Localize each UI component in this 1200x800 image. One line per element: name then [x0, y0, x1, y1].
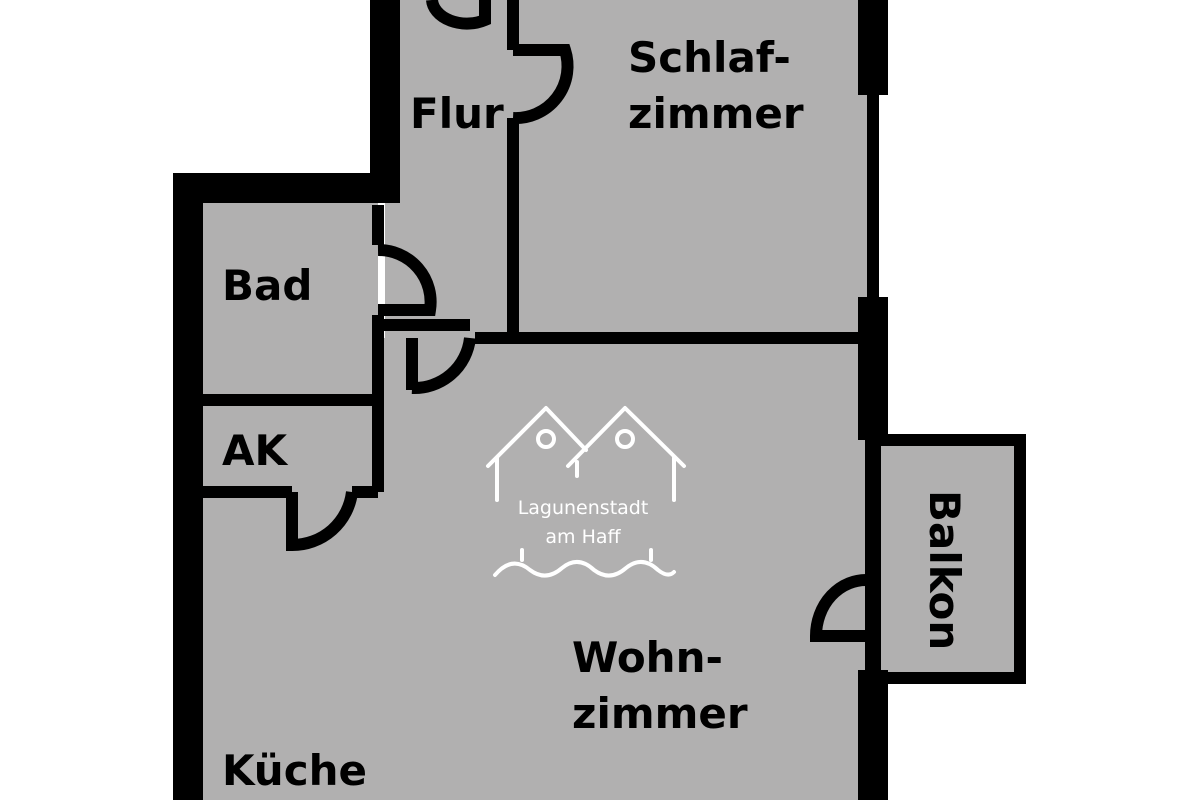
label-balkon: Balkon — [920, 490, 969, 650]
door-swing-balkon — [809, 573, 869, 642]
label-wohnzimmer-line2: zimmer — [572, 689, 748, 738]
logo-window-right-icon — [615, 429, 635, 449]
logo: Lagunenstadt am Haff — [486, 406, 686, 578]
walls — [173, 0, 1026, 800]
label-schlafzimmer-line1: Schlaf- — [628, 33, 791, 82]
logo-house-right-icon — [566, 406, 686, 468]
room-labels: Schlaf- zimmer Flur Bad AK Wohn- zimmer … — [222, 33, 969, 795]
logo-text-line2: am Haff — [545, 526, 621, 548]
label-ak: AK — [222, 426, 289, 475]
label-wohnzimmer-line1: Wohn- — [572, 633, 723, 682]
floor-flur — [385, 0, 513, 338]
door-swing-bad — [377, 243, 437, 316]
outer-wall-west — [173, 0, 400, 800]
logo-text-line1: Lagunenstadt — [518, 497, 649, 519]
logo-waves-icon — [493, 560, 676, 578]
label-kueche: Küche — [222, 746, 367, 795]
floor-schlafzimmer — [513, 0, 875, 338]
logo-window-left-icon — [536, 429, 556, 449]
door-swing-ak — [286, 491, 358, 552]
doors — [286, 0, 869, 642]
door-swing-wohnzimmer — [411, 337, 476, 395]
label-flur: Flur — [410, 89, 504, 138]
door-swing-schlafzimmer — [512, 44, 574, 125]
balkon-rail — [873, 434, 1026, 684]
logo-house-left-icon — [486, 406, 588, 468]
floor-balkon — [875, 440, 1020, 678]
label-bad: Bad — [222, 261, 312, 310]
door-swing-top — [426, 0, 491, 30]
label-schlafzimmer-line2: zimmer — [628, 89, 804, 138]
